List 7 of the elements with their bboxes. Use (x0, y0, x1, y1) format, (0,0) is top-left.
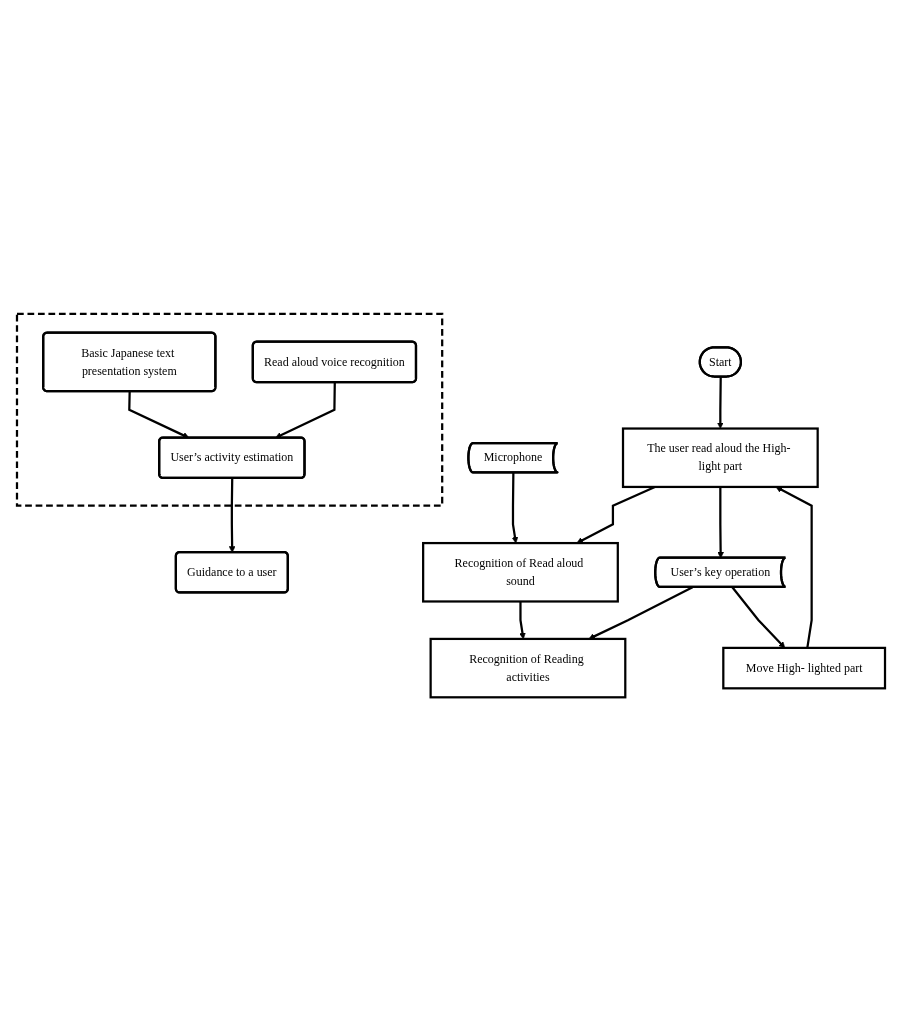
node-box: Move High- lighted part (721, 646, 886, 690)
node-box: Recognition of Reading activities (429, 637, 626, 699)
cluster (15, 312, 443, 507)
node-box: The user read aloud the High- light part (621, 427, 819, 488)
arrow (716, 376, 724, 429)
arrow (775, 486, 813, 648)
node-box: Recognition of Read aloud sound (421, 541, 619, 603)
